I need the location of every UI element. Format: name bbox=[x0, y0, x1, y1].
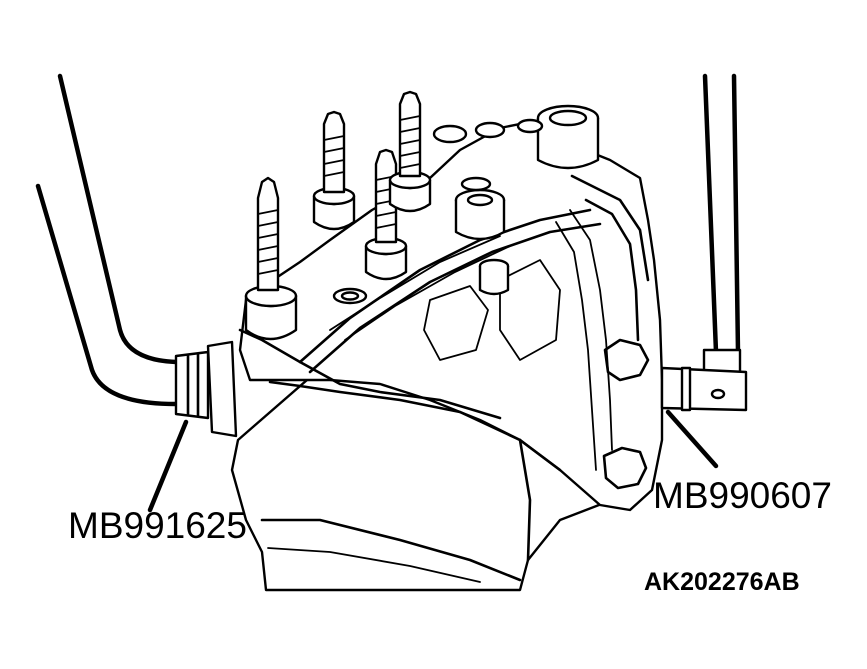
callout-left-tool-number: MB991625 bbox=[68, 505, 247, 546]
stud-bolts bbox=[244, 90, 432, 341]
transaxle-case bbox=[230, 120, 664, 592]
left-special-tool bbox=[35, 73, 238, 438]
case-bosses bbox=[332, 104, 600, 305]
left-leader-line bbox=[147, 419, 189, 513]
right-special-tool bbox=[660, 73, 748, 412]
figure-code: AK202276AB bbox=[644, 568, 800, 596]
callout-right-tool-number: MB990607 bbox=[653, 475, 832, 516]
right-leader-line bbox=[665, 409, 719, 469]
